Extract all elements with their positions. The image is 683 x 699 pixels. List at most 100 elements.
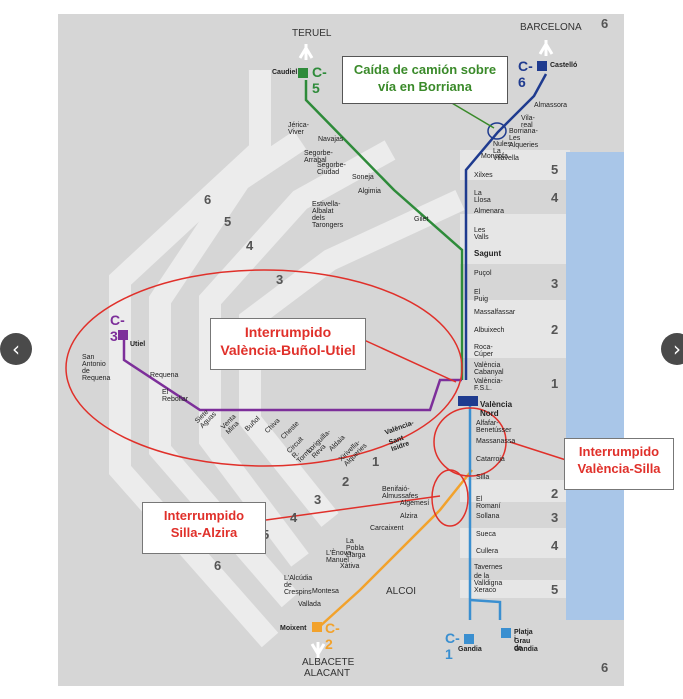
- callout-silla-line1: Interrumpido: [578, 444, 660, 459]
- station-el-puig: El Puig: [474, 289, 489, 303]
- pointer-silla: [509, 441, 567, 461]
- station-massanassa: Massanassa: [476, 438, 516, 445]
- chevron-right-icon: ›: [673, 337, 681, 361]
- interruption-ellipse-bunol: [65, 269, 463, 467]
- c3-line: [122, 340, 462, 412]
- station-el-romani: El Romaní: [476, 496, 501, 510]
- station-carcaixent: Carcaixent: [370, 525, 404, 532]
- pointer-bunol: [363, 339, 457, 383]
- callout-camion: Caída de camión sobre vía en Borriana: [342, 56, 508, 104]
- station-estivella: Estivella-Albalat dels Tarongers: [312, 201, 344, 229]
- station-segorbe-arrabal: Segorbe-Arrabal: [304, 150, 333, 164]
- station-jerica: Jérica-Viver: [288, 122, 310, 136]
- station-algimia: Algimia: [358, 188, 381, 195]
- station-sueca: Sueca: [476, 531, 496, 538]
- c5-label: C-5: [312, 64, 327, 96]
- station-vila-real: Vila-real: [521, 115, 535, 129]
- zone-label: 1: [551, 376, 559, 391]
- arrow-up-icon: [538, 40, 554, 56]
- previous-image-button[interactable]: ‹: [0, 333, 32, 365]
- arrow-up-icon: [298, 44, 314, 60]
- c2-line: [317, 469, 473, 629]
- station-navajas: Navajas: [318, 136, 344, 143]
- station-sagunt: Sagunt: [474, 249, 502, 258]
- station-xeraco: Xeraco: [474, 587, 497, 594]
- c6-terminal: [537, 61, 547, 71]
- c1-platja-terminal: [501, 628, 511, 638]
- next-image-button[interactable]: ›: [661, 333, 683, 365]
- zone-label: 4: [246, 238, 254, 253]
- c5-terminal: [298, 68, 308, 78]
- station-silla: Silla: [476, 474, 490, 481]
- zone-label: 6: [601, 16, 609, 31]
- station-tavernes-2: de la Valldigna: [474, 573, 503, 587]
- zone-label: 3: [314, 492, 322, 507]
- interruption-ellipse-alzira: [431, 469, 469, 527]
- zone-label: 6: [601, 660, 609, 675]
- zone-label: 4: [551, 538, 559, 553]
- station-alzira: Alzira: [400, 513, 418, 520]
- callout-camion-line2: vía en Borriana: [378, 79, 472, 94]
- station-almenara: Almenara: [474, 208, 504, 215]
- station-xativa: Xàtiva: [340, 563, 360, 570]
- c3-terminal: [118, 330, 128, 340]
- c1-gandia-branch: [469, 598, 502, 620]
- station-montesa: Montesa: [312, 588, 339, 595]
- c3-label: C-3: [110, 312, 125, 344]
- direction-barcelona: BARCELONA: [520, 22, 582, 33]
- incident-circle-borriana: [487, 122, 507, 140]
- callout-alzira-line2: Silla-Alzira: [170, 525, 238, 540]
- zone-label: 4: [551, 190, 559, 205]
- station-borriana: Borriana-Les Alqueries: [509, 128, 539, 149]
- callout-alzira: Interrumpido Silla-Alzira: [142, 502, 266, 554]
- zone-label: 4: [290, 510, 298, 525]
- station-pucol: Puçol: [474, 270, 492, 277]
- station-valencia-cabanyal: València Cabanyal: [474, 362, 504, 376]
- c2-terminal: [312, 622, 322, 632]
- zone-label: 3: [276, 272, 284, 287]
- station-requena: Requena: [150, 372, 179, 379]
- station-cullera: Cullera: [476, 548, 499, 555]
- station-albuixech: Albuixech: [474, 327, 505, 334]
- direction-teruel: TERUEL: [292, 28, 332, 39]
- station-castello: Castelló: [550, 62, 578, 69]
- zone-label: 1: [372, 454, 380, 469]
- station-lenova: L'Ènova-Manuel: [326, 550, 354, 564]
- station-gilet: Gilet: [414, 216, 429, 223]
- direction-alacant: ALACANT: [304, 668, 351, 679]
- sea-area: [566, 152, 624, 620]
- station-el-rebollar: El Rebollar: [162, 389, 189, 403]
- arrow-down-icon: [310, 642, 326, 658]
- station-utiel: Utiel: [130, 341, 146, 348]
- zone-label: 6: [214, 558, 222, 573]
- station-platja-1: Platja i: [514, 629, 533, 643]
- station-platja-2: Grau de: [514, 638, 531, 652]
- station-san-antonio: San Antonio de Requena: [82, 354, 111, 382]
- callout-bunol: Interrumpido València-Buñol-Utiel: [210, 318, 366, 370]
- callout-silla-line2: València-Silla: [577, 461, 661, 476]
- station-les-valls: Les Valls: [474, 227, 489, 241]
- chevron-left-icon: ‹: [12, 337, 20, 361]
- pointer-alzira: [265, 495, 441, 521]
- zone-label: 5: [551, 582, 559, 597]
- c5-line: [304, 80, 464, 380]
- station-gandia: Gandia: [458, 646, 482, 653]
- c6-line: [464, 73, 548, 380]
- station-alfafar: Alfafar-Benetússer: [476, 420, 512, 434]
- zone-label: 5: [551, 162, 559, 177]
- station-almassora: Almassora: [534, 102, 568, 109]
- station-sollana: Sollana: [476, 513, 500, 520]
- station-xilxes: Xilxes: [474, 172, 493, 179]
- direction-albacete: ALBACETE: [302, 657, 355, 668]
- station-massalfassar: Massalfassar: [474, 309, 516, 316]
- station-benifaio: Benifaió-Almussafes: [382, 486, 419, 500]
- callout-bunol-line1: Interrumpido: [244, 324, 332, 340]
- callout-alzira-line1: Interrumpido: [163, 508, 245, 523]
- station-algemesi: Algemesí: [400, 500, 430, 507]
- zone-label: 3: [551, 510, 559, 525]
- c1-label: C-1: [445, 630, 460, 662]
- zone-label: 6: [204, 192, 212, 207]
- station-platja-3: Gandia: [514, 646, 538, 653]
- zone-label: 2: [551, 322, 559, 337]
